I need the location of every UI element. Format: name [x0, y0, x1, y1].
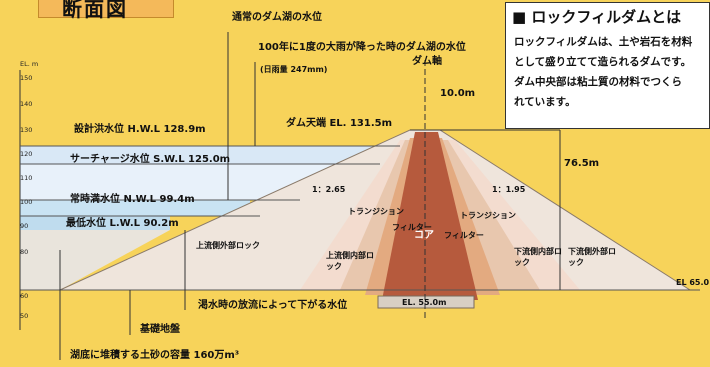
axis-tick: 130	[20, 126, 33, 134]
drought-label: 渇水時の放流によって下がる水位	[198, 300, 348, 311]
active-water-band	[20, 200, 250, 216]
rainfall-label: (日雨量 247mm)	[260, 65, 328, 74]
transition-left-label: トランジション	[348, 207, 404, 216]
axis-tick: 150	[20, 74, 33, 82]
low-water-band	[20, 216, 170, 230]
base-elevation-label: EL. 55.0m	[402, 298, 447, 307]
height-label: 76.5m	[564, 158, 600, 169]
upstream-slope-label: 1：2.65	[312, 185, 346, 194]
info-line: ロックフィルダムは、土や岩石を材料	[514, 36, 693, 48]
axis-tick: 80	[20, 248, 29, 256]
axis-tick: 110	[20, 174, 33, 182]
axis-tick: 90	[20, 222, 29, 230]
upstream-inner-rock-label: 上流側内部ロック	[326, 251, 374, 271]
info-heading: ■ ロックフィルダムとは	[512, 8, 682, 26]
swl-label: サーチャージ水位 S.W.L 125.0m	[70, 154, 231, 165]
downstream-slope-label: 1：1.95	[492, 185, 526, 194]
axis-tick: 140	[20, 100, 33, 108]
crest-width-label: 10.0m	[440, 88, 476, 99]
core-foundation	[377, 295, 475, 309]
title-box	[38, 0, 174, 18]
axis-unit: EL. m	[20, 60, 39, 68]
axis-tick: 50	[20, 312, 29, 320]
reservoir-bed	[20, 230, 170, 290]
filter-right-label: フィルター	[444, 231, 484, 240]
lwl-label: 最低水位 L.W.L 90.2m	[66, 218, 179, 229]
axis-tick: 120	[20, 150, 33, 158]
ground-elevation-label: EL 65.0	[676, 278, 710, 287]
downstream-outer-rock-label: 下流側外部ロック	[568, 247, 616, 267]
sediment-label: 湖底に堆積する土砂の容量 160万m³	[70, 350, 240, 361]
page-title: 断面図	[62, 0, 128, 21]
filter-left-label: フィルター	[392, 223, 432, 232]
flood-level-label: 100年に1度の大雨が降った時のダム湖の水位	[258, 42, 466, 53]
info-line: れています。	[514, 96, 576, 108]
info-line: ダム中央部は粘土質の材料でつくら	[514, 76, 682, 88]
axis-tick: 60	[20, 292, 29, 300]
hwl-label: 設計洪水位 H.W.L 128.9m	[74, 124, 206, 135]
axis-tick: 100	[20, 198, 33, 206]
normal-level-label: 通常のダム湖の水位	[232, 12, 322, 23]
crest-label: ダム天端 EL. 131.5m	[286, 118, 393, 129]
core-label: コア	[414, 230, 434, 241]
nwl-label: 常時満水位 N.W.L 99.4m	[70, 194, 195, 205]
upstream-outer-rock-label: 上流側外部ロック	[196, 241, 260, 250]
core-zone	[382, 132, 478, 300]
foundation-label: 基礎地盤	[140, 324, 180, 335]
info-line: として盛り立てて造られるダムです。	[514, 56, 692, 68]
transition-right-label: トランジション	[460, 211, 516, 220]
downstream-inner-rock-label: 下流側内部ロック	[514, 247, 562, 267]
surcharge-water-band	[20, 146, 390, 164]
dam-axis-label: ダム軸	[412, 56, 442, 67]
